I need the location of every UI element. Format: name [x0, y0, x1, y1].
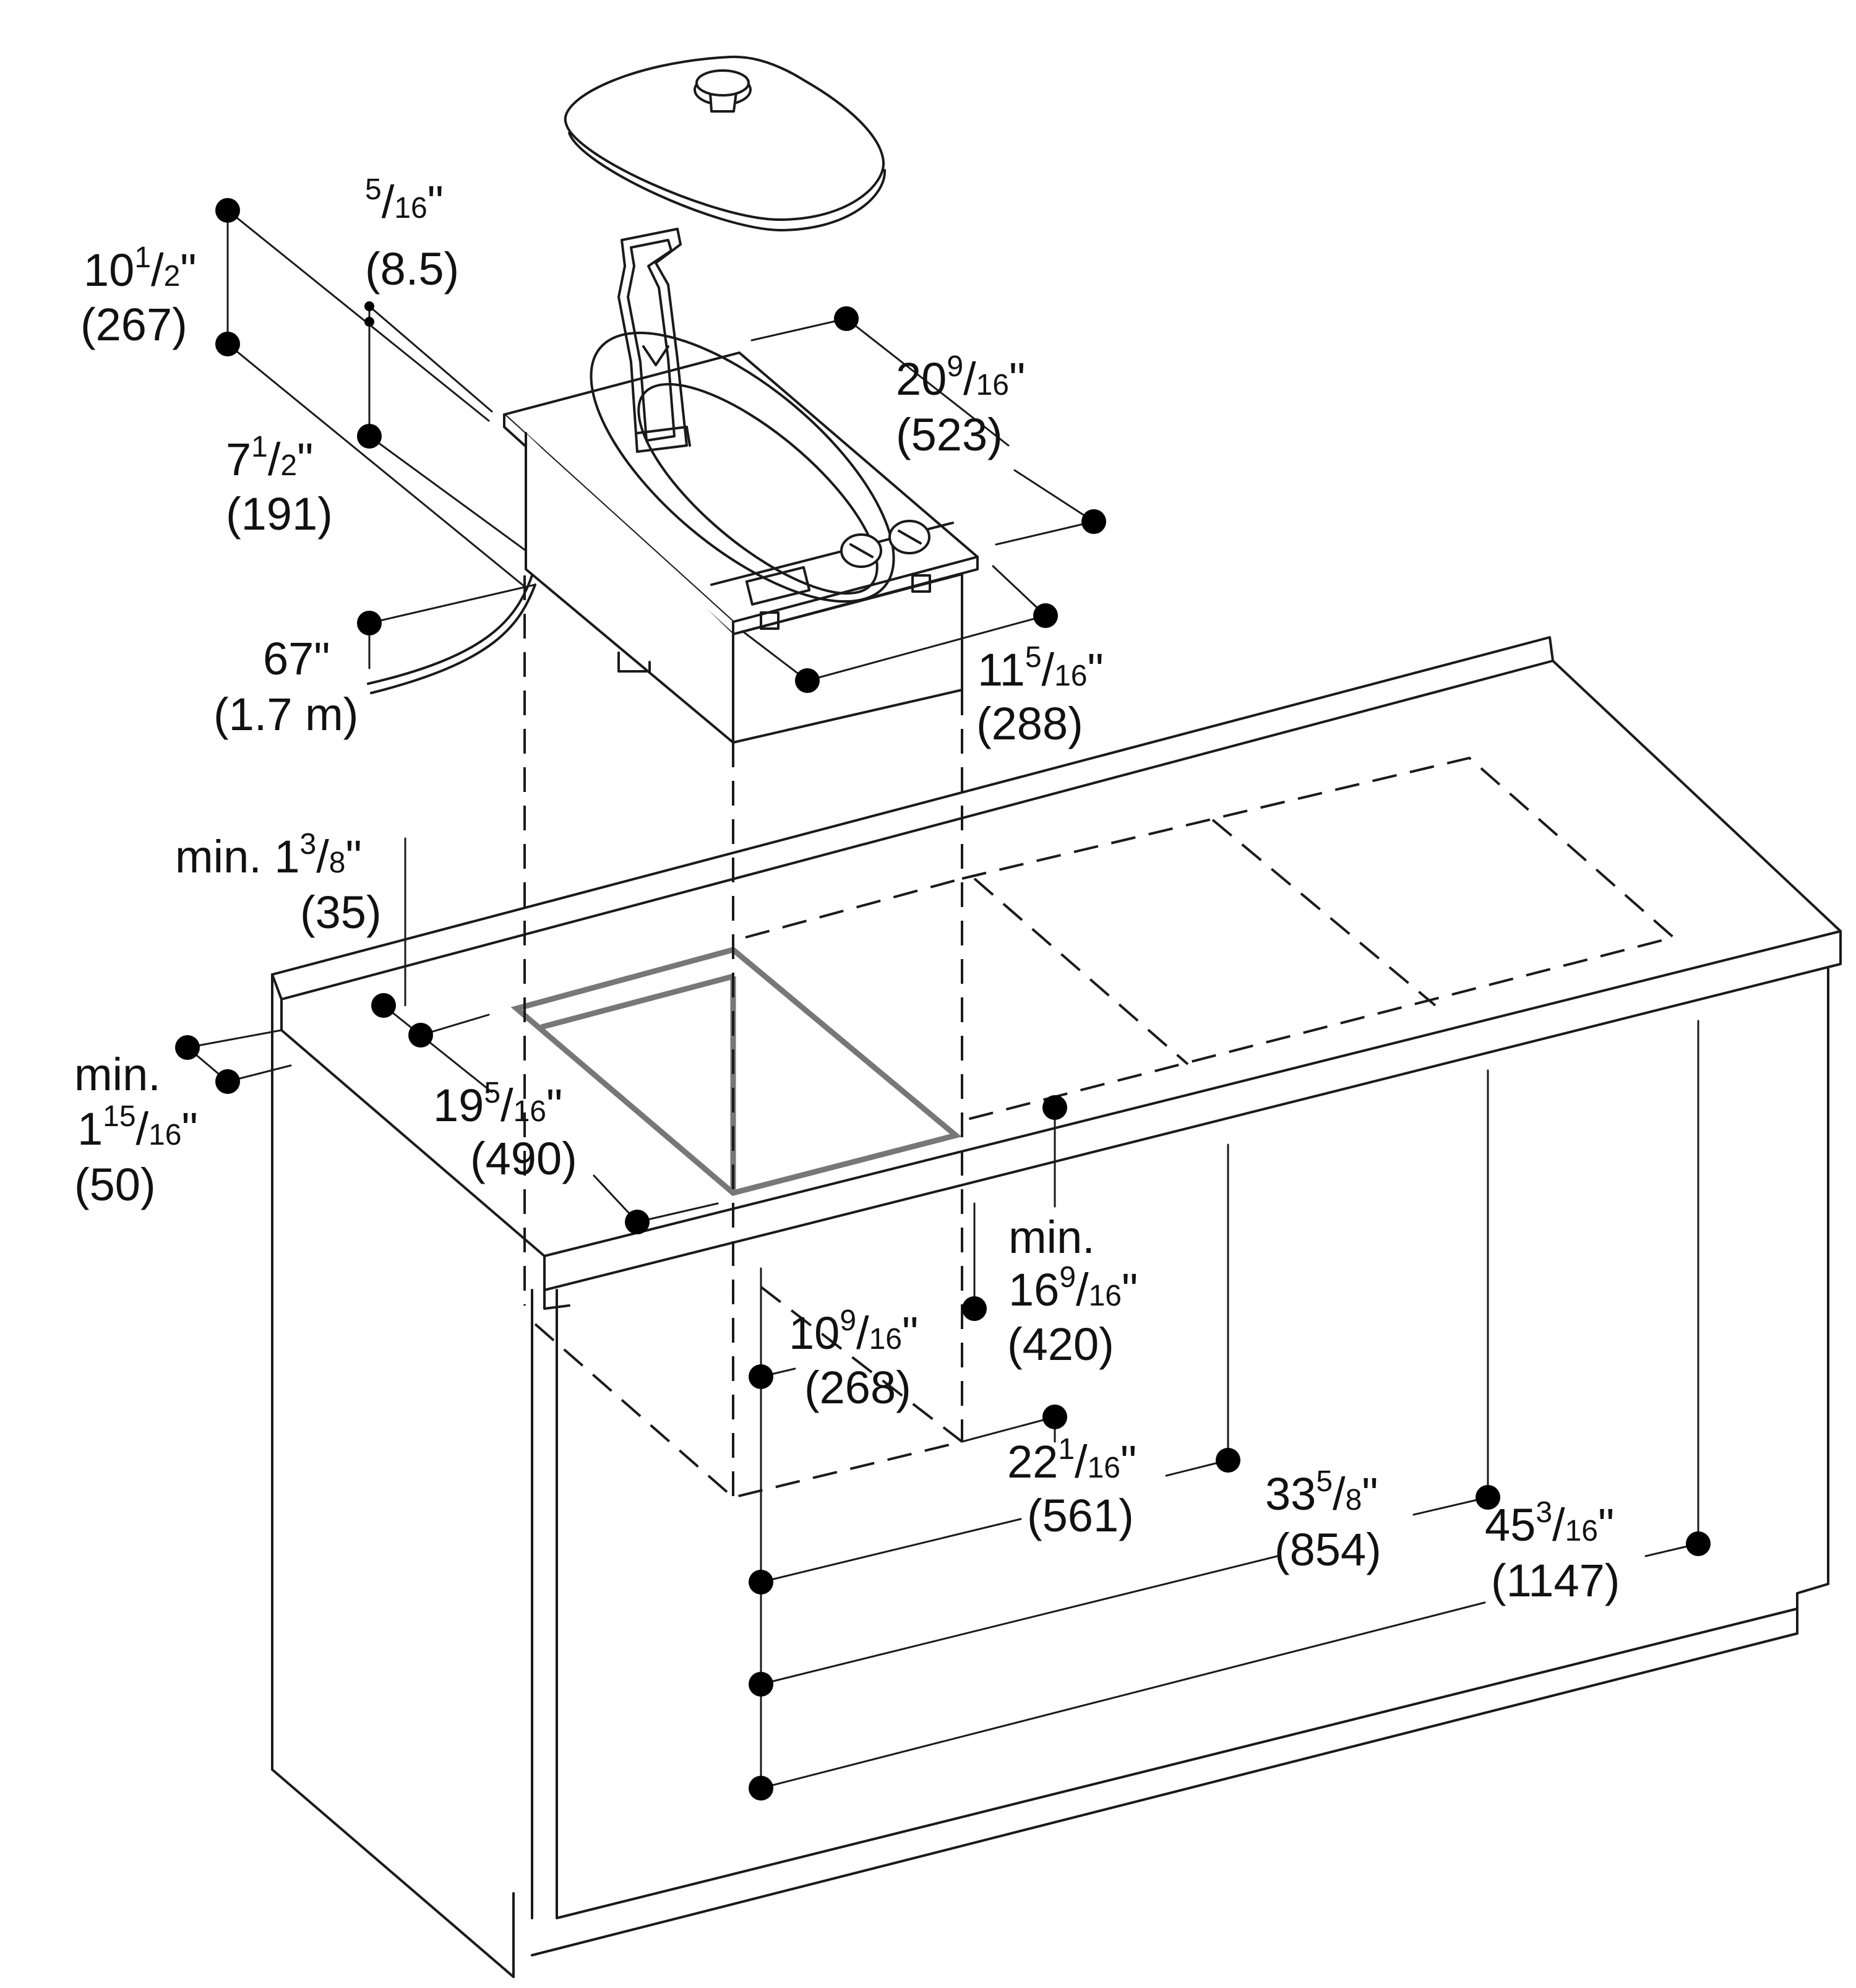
label-back-clearance: min. 13/8" (35) — [175, 828, 382, 938]
svg-text:195/16": 195/16" — [433, 1077, 562, 1131]
svg-text:(1147): (1147) — [1491, 1555, 1620, 1606]
label-lid-thickness: 5/16" (8.5) — [365, 173, 459, 295]
svg-text:5/16": 5/16" — [365, 173, 444, 228]
dimension-dots — [175, 198, 1711, 1801]
svg-text:71/2": 71/2" — [226, 431, 313, 485]
control-knob-icon — [840, 533, 882, 568]
svg-text:(191): (191) — [226, 488, 333, 540]
svg-text:(288): (288) — [976, 698, 1083, 749]
label-depth: 209/16" (523) — [896, 350, 1025, 460]
dashed-projections — [523, 575, 1677, 1499]
label-cord-length: 67" (1.7 m) — [213, 633, 358, 740]
svg-text:(35): (35) — [300, 887, 382, 938]
label-width: 115/16" (288) — [976, 641, 1104, 749]
svg-text:(523): (523) — [896, 409, 1003, 460]
svg-text:109/16": 109/16" — [789, 1304, 918, 1359]
control-knob-icon — [888, 520, 930, 554]
svg-text:209/16": 209/16" — [896, 350, 1025, 405]
svg-text:115/16": 115/16" — [977, 641, 1104, 695]
svg-text:(1.7 m): (1.7 m) — [213, 689, 358, 740]
svg-text:(50): (50) — [74, 1159, 156, 1210]
label-front-clearance: min. 115/16" (50) — [74, 1049, 198, 1210]
label-offset-22: 221/16" (561) — [1007, 1433, 1136, 1541]
label-height-total: 101/2" (267) — [80, 241, 197, 350]
label-offset-45: 453/16" (1147) — [1485, 1496, 1620, 1606]
svg-text:(420): (420) — [1007, 1319, 1114, 1370]
label-offset-33: 335/8" (854) — [1265, 1465, 1381, 1575]
label-body-height: 71/2" (191) — [226, 431, 333, 540]
fryer-lid — [564, 55, 887, 231]
svg-text:335/8": 335/8" — [1265, 1465, 1378, 1520]
svg-text:169/16": 169/16" — [1008, 1261, 1138, 1315]
label-cutout-width: 109/16" (268) — [789, 1304, 918, 1413]
svg-text:(267): (267) — [80, 299, 187, 350]
dimension-lines — [186, 209, 1699, 1789]
svg-text:(490): (490) — [470, 1133, 577, 1184]
svg-text:(854): (854) — [1274, 1524, 1381, 1575]
svg-text:min.: min. — [1008, 1211, 1095, 1263]
label-min-side: min. 169/16" (420) — [1007, 1211, 1138, 1370]
svg-text:(268): (268) — [804, 1362, 911, 1413]
svg-text:min. 13/8": min. 13/8" — [175, 828, 362, 882]
countertop-cutout — [510, 947, 962, 1196]
fryer-appliance — [367, 331, 979, 744]
svg-text:221/16": 221/16" — [1007, 1433, 1136, 1487]
label-cutout-depth: 195/16" (490) — [433, 1077, 577, 1184]
svg-text:67": 67" — [263, 633, 330, 684]
svg-text:(8.5): (8.5) — [365, 243, 459, 295]
svg-text:(561): (561) — [1027, 1490, 1134, 1541]
svg-text:min.: min. — [74, 1049, 161, 1100]
svg-text:101/2": 101/2" — [84, 241, 197, 296]
cabinet — [271, 636, 1842, 1978]
svg-text:115/16": 115/16" — [77, 1100, 198, 1155]
svg-text:453/16": 453/16" — [1485, 1496, 1614, 1551]
fryer-basket — [617, 228, 691, 453]
